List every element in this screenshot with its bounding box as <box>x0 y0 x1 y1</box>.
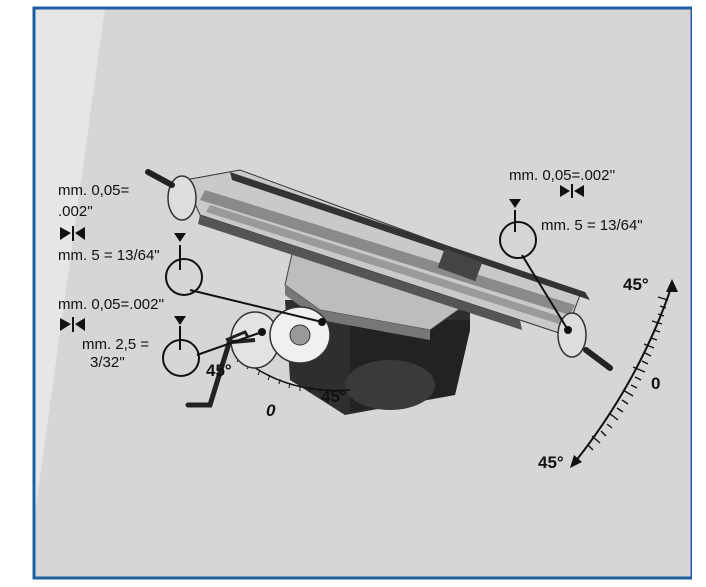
swivel-angle-scale <box>570 279 678 468</box>
scale-top-label: 45° <box>623 275 649 294</box>
top-right-step-label: mm. 5 = 13/64" <box>541 217 643 234</box>
arrowhead-right <box>509 199 521 208</box>
callout-circle-right <box>499 221 537 259</box>
leader-dot-top-left <box>318 318 326 326</box>
bowtie-icon <box>560 184 584 198</box>
arrowhead-top-left <box>174 233 186 242</box>
mid-left-tolerance-label: mm. 0,05=.002'' <box>58 296 165 313</box>
leader-dot-mid-left <box>258 328 266 336</box>
top-left-tolerance-label-b: .002'' <box>58 203 93 220</box>
pointer-arrowheads <box>174 199 572 336</box>
table-front-edge <box>198 215 522 330</box>
t-slot-1 <box>200 190 575 315</box>
compound-table-machine <box>145 169 613 415</box>
left-handwheel <box>167 175 197 221</box>
base-angle-zero-label: 0 <box>266 401 276 420</box>
callout-circle-top-left <box>165 258 203 296</box>
callouts <box>162 210 569 377</box>
bowtie-icon <box>60 226 85 241</box>
scale-zero-label: 0 <box>651 374 661 393</box>
top-right-tolerance-label: mm. 0,05=.002'' <box>509 167 616 184</box>
right-handle <box>583 347 613 371</box>
crank-upper-arm <box>225 330 250 342</box>
table-back-edge <box>230 172 590 300</box>
callout-top-left-leader <box>189 289 323 323</box>
base-highlight <box>345 360 435 410</box>
mid-left-step-label-b: 3/32'' <box>90 354 125 371</box>
leader-dot-right <box>564 326 572 334</box>
bowtie-symbols <box>60 184 584 332</box>
table-shadow <box>437 248 483 282</box>
front-crank-handle <box>185 337 233 408</box>
t-slot-2 <box>206 205 565 325</box>
left-handle <box>145 169 175 188</box>
top-left-step-label: mm. 5 = 13/64" <box>58 247 160 264</box>
mid-left-step-label-a: mm. 2,5 = <box>82 336 150 353</box>
callout-mid-left-leader <box>196 331 263 356</box>
cross-slide-edge <box>285 285 430 340</box>
scale-arc <box>574 284 673 463</box>
arrowhead-mid-left <box>174 316 186 325</box>
front-dial-hub <box>289 324 311 346</box>
base-angle-right-label: 45° <box>321 387 347 406</box>
scale-ticks <box>587 296 669 451</box>
scale-arrow-down <box>570 455 582 468</box>
top-left-tolerance-label-a: mm. 0,05= <box>58 182 130 199</box>
scale-arrow-up <box>666 279 678 292</box>
right-margin <box>692 0 706 587</box>
bowtie-icon <box>60 317 85 332</box>
scale-bottom-label: 45° <box>538 453 564 472</box>
callout-right-leader <box>521 254 569 331</box>
base-angle-left-label: 45° <box>206 361 232 380</box>
